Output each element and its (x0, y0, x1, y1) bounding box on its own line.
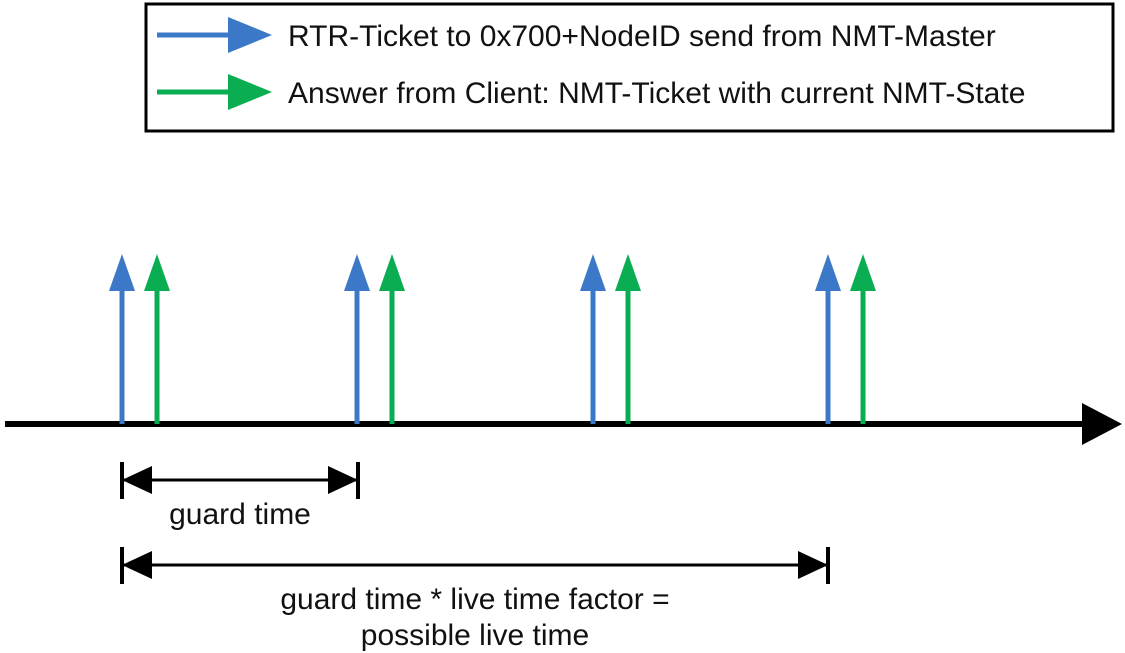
legend-border (144, 2, 1115, 133)
legend: RTR-Ticket to 0x700+NodeID send from NMT… (144, 2, 1115, 133)
legend-label-client: Answer from Client: NMT-Ticket with curr… (288, 77, 1025, 110)
live-time-arrowhead-right (798, 551, 828, 579)
master-rtr-arrow-2 (344, 254, 370, 424)
legend-item-master: RTR-Ticket to 0x700+NodeID send from NMT… (157, 17, 996, 53)
client-arrow-head (850, 254, 876, 291)
measurement-guard-time: guard time (120, 462, 360, 531)
master-arrow-head (580, 254, 606, 291)
master-rtr-arrow-1 (109, 254, 135, 424)
legend-item-client: Answer from Client: NMT-Ticket with curr… (157, 74, 1025, 110)
master-arrow-head (109, 254, 135, 291)
master-rtr-arrow-4 (815, 254, 841, 424)
legend-label-master: RTR-Ticket to 0x700+NodeID send from NMT… (288, 20, 996, 53)
master-rtr-arrow-3 (580, 254, 606, 424)
event-pair-4 (815, 254, 876, 424)
master-arrow-head (344, 254, 370, 291)
time-axis-arrowhead (1082, 403, 1122, 445)
blue-arrow-icon-head (228, 17, 272, 53)
live-time-label-line1: guard time * live time factor = (280, 583, 669, 616)
live-time-label-line2: possible live time (361, 619, 589, 652)
measurement-possible-live-time: guard time * live time factor = possible… (120, 547, 830, 652)
guard-time-label: guard time (169, 498, 311, 531)
client-arrow-head (615, 254, 641, 291)
event-pair-1 (109, 254, 170, 424)
client-answer-arrow-1 (144, 254, 170, 424)
client-answer-arrow-3 (615, 254, 641, 424)
client-arrow-head (144, 254, 170, 291)
guard-time-arrowhead-left (122, 466, 152, 494)
time-axis (5, 403, 1122, 445)
client-answer-arrow-4 (850, 254, 876, 424)
client-answer-arrow-2 (379, 254, 405, 424)
green-arrow-icon-head (228, 74, 272, 110)
master-arrow-head (815, 254, 841, 291)
client-arrow-head (379, 254, 405, 291)
guard-time-arrowhead-right (328, 466, 358, 494)
live-time-arrowhead-left (122, 551, 152, 579)
event-pair-2 (344, 254, 405, 424)
event-pair-3 (580, 254, 641, 424)
